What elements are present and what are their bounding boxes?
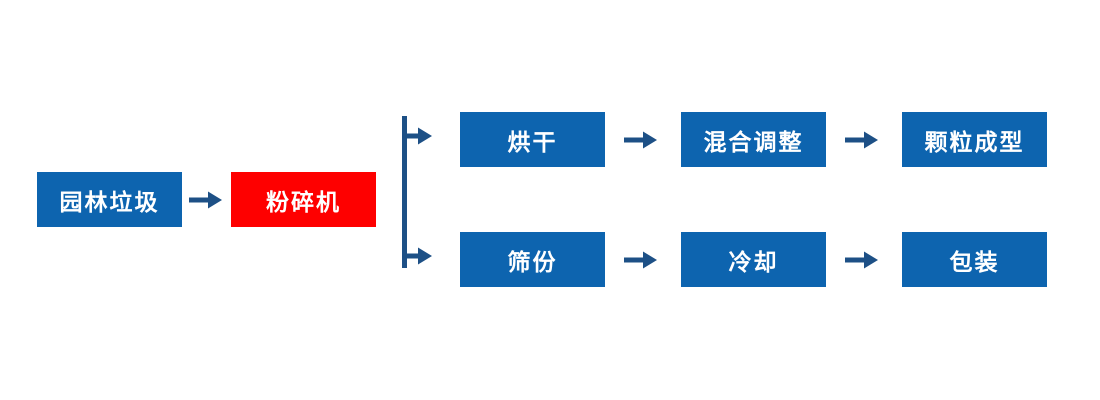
arrow-right-icon <box>624 131 657 149</box>
branch-arrow-bottom-icon <box>407 247 432 265</box>
arrow-right-icon <box>624 251 657 269</box>
node-garden-waste: 园林垃圾 <box>37 172 182 227</box>
node-mixing-adjustment: 混合调整 <box>681 112 826 167</box>
node-crusher: 粉碎机 <box>231 172 376 227</box>
branch-arrow-top-icon <box>407 127 432 145</box>
arrow-right-icon <box>189 191 222 209</box>
node-cooling: 冷却 <box>681 232 826 287</box>
arrow-right-icon <box>845 131 878 149</box>
node-pellet-forming: 颗粒成型 <box>902 112 1047 167</box>
arrow-right-icon <box>845 251 878 269</box>
node-drying: 烘干 <box>460 112 605 167</box>
branch-connector <box>402 116 432 268</box>
node-sieving: 筛份 <box>460 232 605 287</box>
node-packaging: 包装 <box>902 232 1047 287</box>
